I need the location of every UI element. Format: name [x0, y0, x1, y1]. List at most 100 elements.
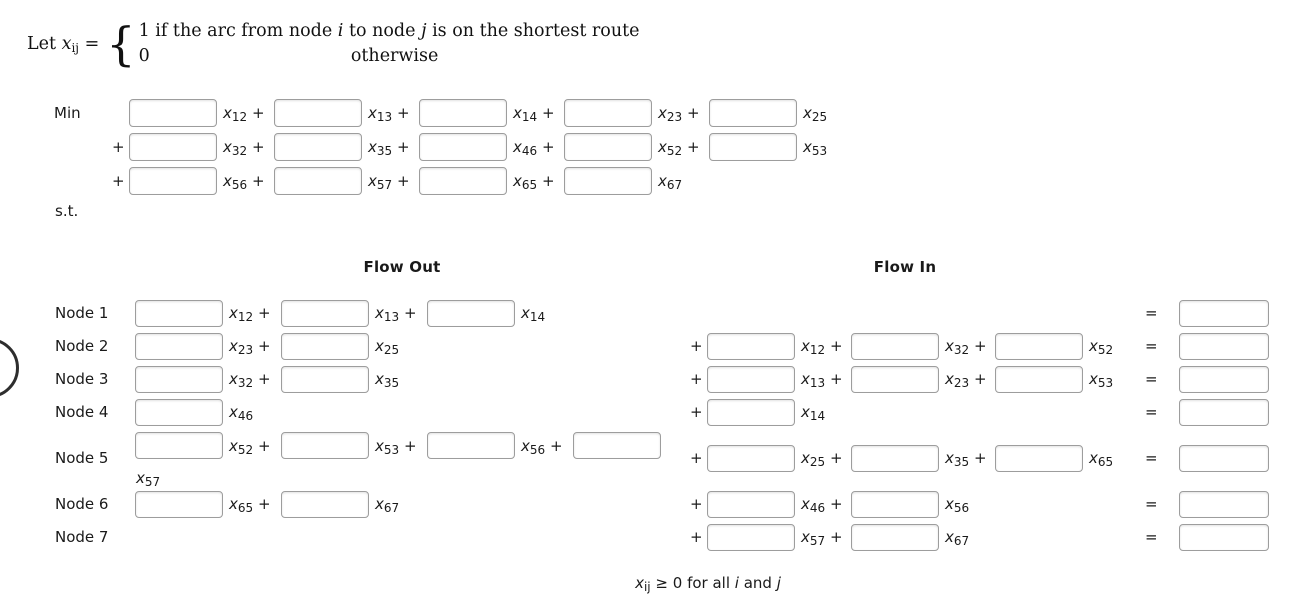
flow-out-coef-input-x12[interactable]: [135, 299, 223, 327]
case1-text: to node: [348, 21, 416, 41]
flow-in-coef-input-x13[interactable]: [707, 365, 795, 393]
variable-subscript: 52: [1097, 343, 1114, 357]
variable-subscript: 46: [237, 409, 254, 423]
plus-sign: +: [112, 138, 125, 156]
node-label: Node 6: [55, 495, 109, 513]
rhs-input-node6[interactable]: [1179, 490, 1269, 518]
flow-in-term-label-x12: x12 +: [801, 336, 843, 356]
flow-out-coef-input-x46[interactable]: [135, 398, 223, 426]
objective-coef-input-x52[interactable]: [564, 133, 652, 161]
flow-in-coef-input-x56[interactable]: [851, 490, 939, 518]
flow-out-coef-input-x57[interactable]: [573, 432, 661, 459]
plus-sign: +: [690, 403, 703, 421]
objective-coef-input-x12[interactable]: [129, 99, 217, 127]
objective-coef-input-x53[interactable]: [709, 133, 797, 161]
flow-in-term-label-x52: x52: [1089, 336, 1113, 356]
flow-in-coef-input-x65[interactable]: [995, 444, 1083, 472]
flow-out-coef-input-x13[interactable]: [281, 299, 369, 327]
rhs-input-node3[interactable]: [1179, 365, 1269, 393]
variable-x: x: [1089, 370, 1098, 388]
variable-x: x: [375, 370, 384, 388]
variable-x: x: [368, 172, 377, 190]
flow-in-coef-input-x46[interactable]: [707, 490, 795, 518]
variable-x: x: [1089, 337, 1098, 355]
flow-out-term-label-x53: x53 +: [375, 436, 417, 456]
flow-in-coef-input-x57[interactable]: [707, 523, 795, 551]
plus-sign: +: [686, 104, 700, 122]
flow-out-term-label-x57: x57: [136, 468, 160, 488]
definition-let-text: Let: [27, 34, 57, 54]
flow-out-coef-input-x67[interactable]: [281, 490, 369, 518]
flow-in-coef-input-x52[interactable]: [995, 332, 1083, 360]
variable-subscript: 35: [953, 455, 970, 469]
objective-coef-input-x57[interactable]: [274, 167, 362, 195]
variable-x: x: [945, 495, 954, 513]
flow-in-coef-input-x35[interactable]: [851, 444, 939, 472]
variable-subscript: 32: [231, 144, 248, 158]
flow-out-coef-input-x25[interactable]: [281, 332, 369, 360]
variable-subscript: 57: [144, 475, 161, 489]
plus-sign: +: [973, 370, 987, 388]
objective-coef-input-x32[interactable]: [129, 133, 217, 161]
flow-out-coef-input-x32[interactable]: [135, 365, 223, 393]
flow-out-coef-input-x56[interactable]: [427, 432, 515, 459]
plus-sign: +: [257, 337, 271, 355]
variable-x: x: [1089, 449, 1098, 467]
node-label: Node 4: [55, 403, 109, 421]
flow-out-coef-input-x65[interactable]: [135, 490, 223, 518]
objective-coef-input-x35[interactable]: [274, 133, 362, 161]
flow-out-coef-input-x35[interactable]: [281, 365, 369, 393]
objective-coef-input-x65[interactable]: [419, 167, 507, 195]
flow-out-coef-input-x52[interactable]: [135, 432, 223, 459]
equals-sign: =: [84, 34, 100, 54]
variable-subscript: 56: [529, 442, 546, 457]
variable-subscript: 67: [953, 534, 970, 548]
variable-subscript: 46: [809, 501, 826, 515]
variable-subscript: 57: [376, 178, 393, 192]
objective-coef-input-x56[interactable]: [129, 167, 217, 195]
flow-in-coef-input-x67[interactable]: [851, 523, 939, 551]
rhs-input-node2[interactable]: [1179, 332, 1269, 360]
objective-coef-input-x67[interactable]: [564, 167, 652, 195]
flow-in-coef-input-x14[interactable]: [707, 398, 795, 426]
flow-out-term-label-x32: x32 +: [229, 369, 271, 389]
rhs-input-node7[interactable]: [1179, 523, 1269, 551]
variable-x: x: [223, 172, 232, 190]
variable-x: x: [229, 337, 238, 355]
objective-coef-input-x23[interactable]: [564, 99, 652, 127]
variable-subscript: 56: [953, 501, 970, 515]
flow-in-coef-input-x32[interactable]: [851, 332, 939, 360]
flow-out-coef-input-x53[interactable]: [281, 432, 369, 459]
rhs-input-node1[interactable]: [1179, 299, 1269, 327]
variable-x: x: [658, 138, 667, 156]
variable-subscript: 14: [529, 310, 546, 324]
flow-in-term-label-x25: x25 +: [801, 448, 843, 468]
flow-in-term-label-x13: x13 +: [801, 369, 843, 389]
flow-out-term-label-x67: x67: [375, 494, 399, 514]
flow-in-term-label-x67: x67: [945, 527, 969, 547]
variable-x: x: [513, 104, 522, 122]
objective-term-label-x14: x14 +: [513, 103, 555, 123]
flow-in-coef-input-x12[interactable]: [707, 332, 795, 360]
rhs-input-node4[interactable]: [1179, 398, 1269, 426]
equals-sign: =: [1145, 495, 1158, 513]
objective-coef-input-x14[interactable]: [419, 99, 507, 127]
flow-out-coef-input-x23[interactable]: [135, 332, 223, 360]
objective-coef-input-x46[interactable]: [419, 133, 507, 161]
variable-subscript: 13: [376, 110, 393, 124]
variable-subscript: 56: [231, 178, 248, 192]
variable-x: x: [229, 403, 238, 421]
flow-in-coef-input-x53[interactable]: [995, 365, 1083, 393]
flow-in-coef-input-x25[interactable]: [707, 444, 795, 472]
flow-in-term-label-x23: x23 +: [945, 369, 987, 389]
rhs-input-node5[interactable]: [1179, 444, 1269, 472]
flow-in-coef-input-x23[interactable]: [851, 365, 939, 393]
objective-coef-input-x13[interactable]: [274, 99, 362, 127]
objective-term-label-x53: x53: [803, 137, 827, 157]
objective-coef-input-x25[interactable]: [709, 99, 797, 127]
flow-out-coef-input-x14[interactable]: [427, 299, 515, 327]
definition-case-1: 1 if the arc from node i to node j is on…: [139, 19, 640, 44]
objective-term-label-x12: x12 +: [223, 103, 265, 123]
variable-subscript: 35: [383, 376, 400, 390]
